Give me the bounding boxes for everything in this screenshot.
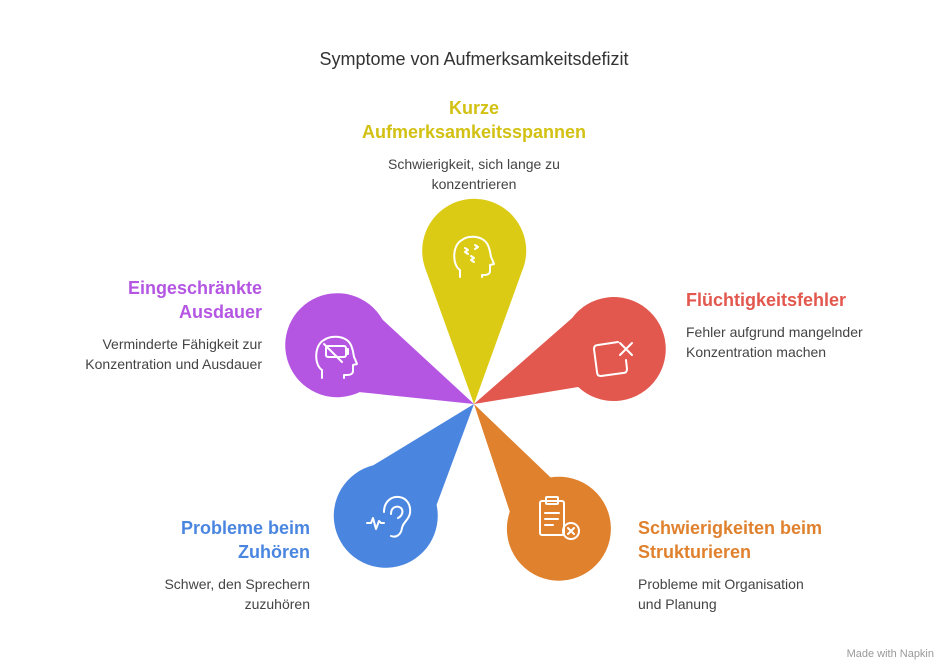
head-brain-icon	[453, 235, 495, 278]
petal-right-shape	[474, 297, 666, 404]
box-x-icon	[593, 341, 633, 377]
heading-right: Flüchtigkeitsfehler	[686, 290, 847, 310]
desc-top-line2: konzentrieren	[431, 176, 517, 192]
page-title: Symptome von Aufmerksamkeitsdefizit	[319, 49, 629, 69]
napkin-watermark: Made with Napkin	[847, 648, 934, 660]
petal-bottom-left-shape	[333, 404, 474, 568]
petal-bottom-right	[474, 404, 611, 581]
watermark-text: Made with Napkin	[846, 648, 934, 660]
petal-bottom-right-shape	[474, 404, 611, 581]
heading-bottom-left-line1: Probleme beim	[180, 518, 310, 538]
desc-bottom-left-line1: Schwer, den Sprechern	[164, 576, 310, 592]
label-bottom-left: Probleme beim Zuhören Schwer, den Sprech…	[164, 516, 310, 614]
desc-left-line2: Konzentration und Ausdauer	[85, 356, 262, 372]
ear-icon	[366, 495, 412, 538]
petal-top-shape	[422, 198, 527, 404]
desc-right-line1: Fehler aufgrund mangelnder	[686, 324, 863, 340]
heading-left-line2: Ausdauer	[178, 302, 262, 322]
label-left: Eingeschränkte Ausdauer Verminderte Fähi…	[85, 276, 262, 374]
petal-bottom-left	[333, 404, 474, 568]
desc-left-line1: Verminderte Fähigkeit zur	[102, 336, 262, 352]
petal-left-shape	[285, 293, 474, 404]
heading-bottom-right-line2: Strukturieren	[638, 542, 752, 562]
heading-top-line2: Aufmerksamkeitsspannen	[361, 122, 587, 142]
label-top: Kurze Aufmerksamkeitsspannen Schwierigke…	[324, 96, 624, 194]
head-battery-icon	[315, 335, 358, 379]
heading-bottom-right-line1: Schwierigkeiten beim	[638, 518, 823, 538]
clipboard-x-icon	[539, 496, 580, 540]
desc-bottom-right-line2: und Planung	[638, 596, 717, 612]
desc-bottom-left-line2: zuzuhören	[244, 596, 310, 612]
heading-top-line1: Kurze	[448, 98, 499, 118]
petal-right	[474, 297, 666, 404]
heading-left-line1: Eingeschränkte	[127, 278, 262, 298]
desc-bottom-right-line1: Probleme mit Organisation	[638, 576, 804, 592]
desc-top-line1: Schwierigkeit, sich lange zu	[388, 156, 560, 172]
desc-right-line2: Konzentration machen	[686, 344, 827, 360]
label-bottom-right: Schwierigkeiten beim Strukturieren Probl…	[638, 516, 822, 614]
heading-bottom-left-line2: Zuhören	[238, 542, 310, 562]
label-right: Flüchtigkeitsfehler Fehler aufgrund mang…	[686, 288, 863, 362]
petal-left	[285, 293, 474, 404]
petal-top	[422, 198, 527, 404]
